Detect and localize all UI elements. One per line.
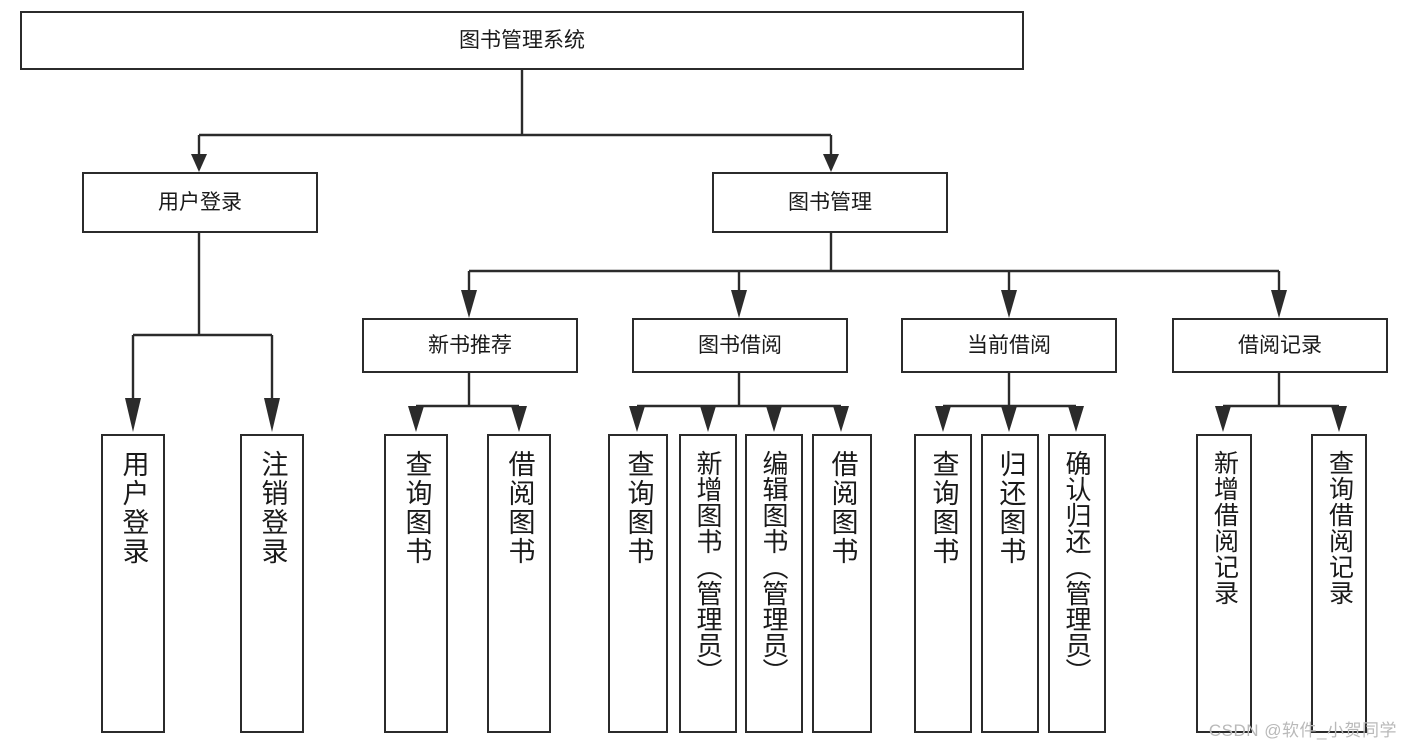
arrow-root-to-book-mgmt [823, 154, 839, 172]
leaf-new-book-query[interactable]: 查询图书 [384, 434, 448, 733]
leaf-book-borrow-borrow-label: 借阅图书 [827, 450, 858, 566]
arrow-book-borrow-child-1 [629, 406, 645, 432]
node-book-management-label: 图书管理 [788, 190, 872, 214]
node-new-book-recommend[interactable]: 新书推荐 [362, 318, 578, 373]
node-book-borrow[interactable]: 图书借阅 [632, 318, 848, 373]
arrow-borrow-record-child-2 [1331, 406, 1347, 432]
node-current-borrow-label: 当前借阅 [967, 333, 1051, 357]
leaf-current-borrow-query[interactable]: 查询图书 [914, 434, 972, 733]
leaf-book-borrow-borrow[interactable]: 借阅图书 [812, 434, 872, 733]
leaf-borrow-record-query[interactable]: 查询借阅记录 [1311, 434, 1367, 733]
arrow-book-borrow-child-2 [700, 406, 716, 432]
leaf-book-borrow-edit[interactable]: 编辑图书（管理员） [745, 434, 803, 733]
leaf-current-borrow-query-label: 查询图书 [928, 450, 959, 566]
leaf-current-borrow-confirm-label: 确认归还（管理员） [1062, 450, 1092, 684]
arrow-current-borrow-child-2 [1001, 406, 1017, 432]
leaf-user-login-login[interactable]: 用户登录 [101, 434, 165, 733]
arrow-root-to-user-login [191, 154, 207, 172]
leaf-current-borrow-return-label: 归还图书 [995, 450, 1026, 566]
leaf-book-borrow-add-label: 新增图书（管理员） [693, 450, 723, 684]
node-user-login-label: 用户登录 [158, 190, 242, 214]
leaf-book-borrow-edit-label: 编辑图书（管理员） [759, 450, 789, 684]
arrow-book-borrow-child-4 [833, 406, 849, 432]
arrow-user-login-child-1 [125, 398, 141, 432]
arrow-borrow-record-child-1 [1215, 406, 1231, 432]
arrow-book-mgmt-child-3 [1001, 290, 1017, 318]
leaf-user-login-logout-label: 注销登录 [257, 450, 288, 566]
leaf-borrow-record-add[interactable]: 新增借阅记录 [1196, 434, 1252, 733]
watermark: CSDN @软件_小贺同学 [1208, 721, 1397, 740]
arrow-book-borrow-child-3 [766, 406, 782, 432]
leaf-borrow-record-query-label: 查询借阅记录 [1325, 450, 1354, 606]
arrow-book-mgmt-child-4 [1271, 290, 1287, 318]
node-current-borrow[interactable]: 当前借阅 [901, 318, 1117, 373]
arrow-book-mgmt-child-1 [461, 290, 477, 318]
arrow-current-borrow-child-3 [1068, 406, 1084, 432]
arrow-new-book-child-2 [511, 406, 527, 432]
node-root-label: 图书管理系统 [459, 28, 585, 52]
arrow-book-mgmt-child-2 [731, 290, 747, 318]
node-book-management[interactable]: 图书管理 [712, 172, 948, 233]
leaf-current-borrow-confirm[interactable]: 确认归还（管理员） [1048, 434, 1106, 733]
leaf-current-borrow-return[interactable]: 归还图书 [981, 434, 1039, 733]
node-borrow-record[interactable]: 借阅记录 [1172, 318, 1388, 373]
leaf-user-login-login-label: 用户登录 [118, 450, 149, 566]
arrow-new-book-child-1 [408, 406, 424, 432]
leaf-new-book-query-label: 查询图书 [401, 450, 432, 566]
arrow-current-borrow-child-1 [935, 406, 951, 432]
leaf-new-book-borrow-label: 借阅图书 [504, 450, 535, 566]
node-new-book-recommend-label: 新书推荐 [428, 333, 512, 357]
leaf-new-book-borrow[interactable]: 借阅图书 [487, 434, 551, 733]
node-borrow-record-label: 借阅记录 [1238, 333, 1322, 357]
leaf-book-borrow-query[interactable]: 查询图书 [608, 434, 668, 733]
arrow-user-login-child-2 [264, 398, 280, 432]
leaf-book-borrow-query-label: 查询图书 [623, 450, 654, 566]
leaf-book-borrow-add[interactable]: 新增图书（管理员） [679, 434, 737, 733]
leaf-borrow-record-add-label: 新增借阅记录 [1210, 450, 1239, 606]
node-user-login[interactable]: 用户登录 [82, 172, 318, 233]
node-root[interactable]: 图书管理系统 [20, 11, 1024, 70]
leaf-user-login-logout[interactable]: 注销登录 [240, 434, 304, 733]
node-book-borrow-label: 图书借阅 [698, 333, 782, 357]
